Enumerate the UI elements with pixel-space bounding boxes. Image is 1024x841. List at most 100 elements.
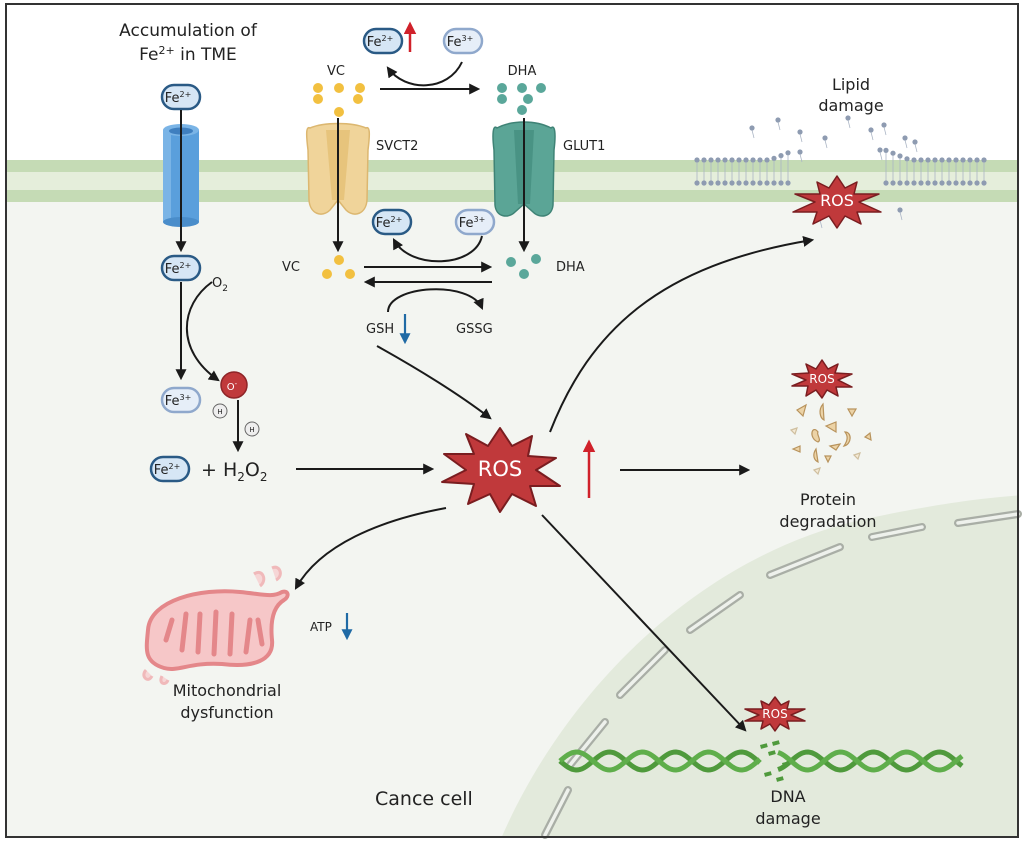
svg-text:Fe2+: Fe2+ [376,215,403,231]
dna-strand [558,749,762,773]
svg-text:Fe2+: Fe2+ [165,261,192,277]
lipid-head [939,180,945,186]
dna-fragment [764,771,772,777]
lipid-head [771,155,777,161]
lipid-head [778,153,784,159]
lipid-head [932,180,938,186]
lipid-head [764,180,770,186]
lipid-head [918,157,924,163]
svg-text:Fe2+: Fe2+ [367,34,394,50]
dna-strand [777,749,964,773]
svg-text:Fe3+: Fe3+ [459,215,486,231]
frame-border [5,3,1019,838]
vc-molecules-top [313,83,365,117]
dha-inner-label: DHA [556,260,585,275]
dna-label-line1: DNA [770,787,805,806]
lipid-head [890,150,896,156]
svct2-label: SVCT2 [376,139,418,154]
lipid-head [701,180,707,186]
atp-label: ATP [310,620,332,634]
lipid-head [708,157,714,163]
arrow-gsh-to-ros [376,345,492,420]
lipid-head [743,157,749,163]
svg-text:Fe3+: Fe3+ [447,34,474,50]
arrow-fe3-to-fe2-mid [392,235,483,263]
arrow-ros-to-lipid [549,236,815,433]
protein-label-line1: Protein [800,490,856,509]
proton-1: H [212,403,228,419]
arrow-ros-to-dna [541,514,747,732]
lipid-head [785,150,791,156]
lipid-head [925,157,931,163]
fe2-ion-top: Fe2+ [362,27,404,55]
lipid-fragment [775,117,781,123]
lipid-head [729,157,735,163]
lipid-head [694,180,700,186]
lipid-head [953,157,959,163]
lipid-head [715,157,721,163]
title-line1: Accumulation of [119,21,258,41]
o2-label: O2 [212,276,228,294]
lipid-head [778,180,784,186]
lipid-head [946,157,952,163]
lipid-fragment [897,207,903,213]
lipid-head [946,180,952,186]
dna-strand [777,749,964,773]
lipid-head [960,157,966,163]
mitochondrion [142,565,290,685]
lipid-head [981,180,987,186]
svg-text:O-: O- [227,380,238,393]
fe3-ion-left: Fe3+ [160,386,202,414]
dna-fragment [771,740,780,746]
lipid-bilayer [694,115,987,229]
lipid-head [974,157,980,163]
lipid-fragment [797,149,803,155]
lipid-head [764,157,770,163]
lipid-head [722,180,728,186]
ros-protein-burst: ROS [791,359,853,399]
lipid-label-line1: Lipid [832,75,870,94]
vc-molecules-inner [322,255,355,279]
lipid-fragment [845,115,851,121]
cell-label: Cance cell [375,788,473,810]
lipid-head [785,180,791,186]
gsh-label: GSH [366,322,394,337]
ros-center-burst: ROS [441,427,561,513]
fe2-ion-h2o2: Fe2+ [149,455,191,483]
lipid-head [904,156,910,162]
lipid-head [911,180,917,186]
fe2-ion-inner: Fe2+ [160,254,202,282]
superoxide-molecule: O- [220,371,248,399]
lipid-head [974,180,980,186]
lipid-fragment [868,127,874,133]
lipid-head [701,157,707,163]
lipid-fragment [749,125,755,131]
arrow-fe3-to-fe2-top [386,61,463,87]
lipid-head [750,180,756,186]
lipid-head [736,180,742,186]
vc-top-label: VC [327,64,345,79]
lipid-head [925,180,931,186]
svg-text:H: H [217,408,222,416]
ros-dna-burst: ROS [744,696,806,732]
lipid-head [939,157,945,163]
svg-text:Fe2+: Fe2+ [154,462,181,478]
fe3-ion-mid: Fe3+ [454,208,496,236]
lipid-fragment [797,129,803,135]
svg-text:ROS: ROS [820,191,854,210]
lipid-head [708,180,714,186]
lipid-fragment [877,147,883,153]
svg-text:ROS: ROS [762,707,787,721]
lipid-head [757,157,763,163]
vc-inner-label: VC [282,260,300,275]
lipid-label-line2: damage [818,96,883,115]
dna-fragment [768,750,776,756]
mito-label-line2: dysfunction [180,703,273,722]
svg-text:Fe3+: Fe3+ [165,393,192,409]
lipid-head [771,180,777,186]
arrow-o2-to-superoxide [185,281,220,382]
svg-text:Fe2+: Fe2+ [165,90,192,106]
lipid-fragment [912,139,918,145]
lipid-head [883,147,889,153]
lipid-head [736,157,742,163]
